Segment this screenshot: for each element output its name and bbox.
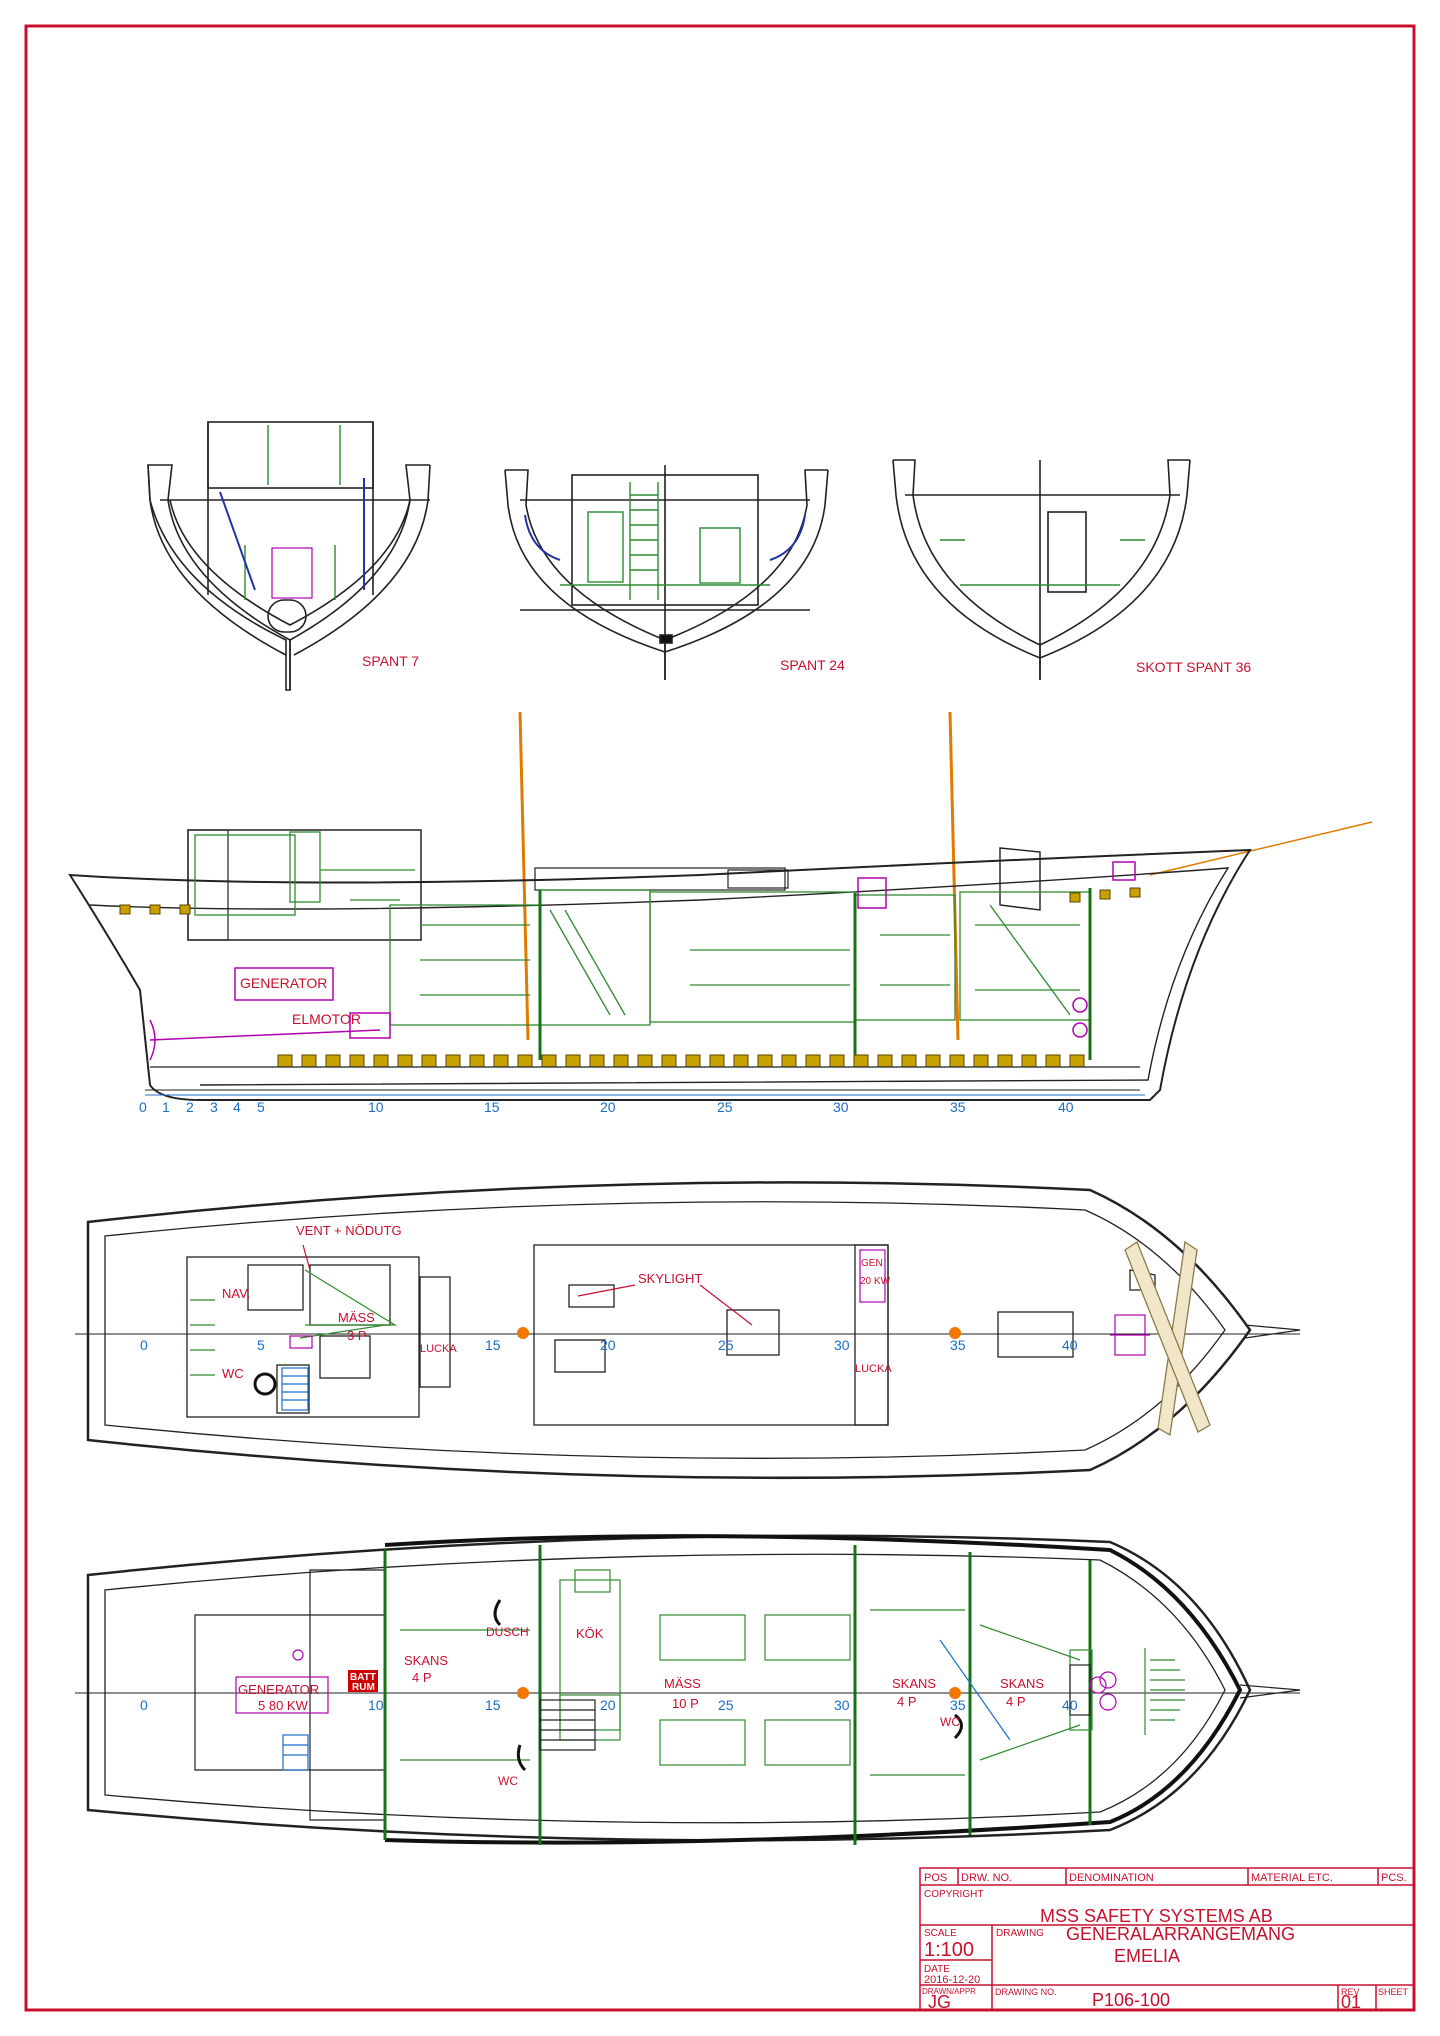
profile-label-generator: GENERATOR [240,975,327,991]
profile-tick-1: 1 [162,1099,170,1115]
main-mast [948,711,960,1041]
deck-label-gen: GEN [861,1258,883,1269]
profile-tick-30: 30 [833,1099,849,1115]
lower-label-4p-aft: 4 P [412,1670,432,1685]
profile-label-elmotor: ELMOTOR [292,1011,361,1027]
deck-tick-40: 40 [1062,1337,1078,1353]
profile-tick-25: 25 [717,1099,733,1115]
deck-label-lucka-fwd: LUCKA [855,1363,892,1375]
deck-plan: VENT + NÖDUTG NAV. MÄSS 3 P WC LUCKA SKY… [75,1181,1301,1480]
tb-company: MSS SAFETY SYSTEMS AB [1040,1906,1273,1926]
lower-label-4p-mid: 4 P [897,1694,917,1709]
title-block [919,1867,1415,2011]
tb-rev-label: REV [1341,1987,1360,1997]
lower-label-wc-aft: WC [498,1774,518,1788]
lower-label-skans-aft: SKANS [404,1653,448,1668]
deck-label-wc: WC [222,1366,244,1381]
deck-tick-30: 30 [834,1337,850,1353]
lower-tick-35: 35 [950,1697,966,1713]
profile-tick-5: 5 [257,1099,265,1115]
profile-tick-15: 15 [484,1099,500,1115]
profile-tick-4: 4 [233,1099,241,1115]
tb-drawn-by: JG [928,1992,951,2012]
tb-date: 2016-12-20 [924,1974,980,1986]
sheet-border [24,24,1416,2012]
lower-tick-15: 15 [485,1697,501,1713]
tb-drawn-label: DRAWN/APPR [922,1987,976,1996]
section-label-spant-7: SPANT 7 [362,653,419,669]
profile-view: GENERATOR ELMOTOR 0 1 2 3 4 5 10 15 20 2… [68,711,1373,1115]
deck-label-20kw: 20 KW [860,1276,891,1287]
section-label-skott-spant-36: SKOTT SPANT 36 [1136,659,1251,675]
tb-copyright-label: COPYRIGHT [924,1889,983,1900]
battery-room [348,1670,378,1692]
lower-plan-hull [86,1534,1252,1842]
lower-tick-0: 0 [140,1697,148,1713]
profile-tick-40: 40 [1058,1099,1074,1115]
tb-scale: 1:100 [924,1939,974,1961]
tb-drawing-subtitle: EMELIA [1114,1946,1180,1966]
deck-label-mass: MÄSS [338,1310,375,1325]
section-skott-spant-36 [892,459,1191,680]
tb-header-pcs: PCS. [1381,1872,1407,1884]
deck-label-nav: NAV. [222,1286,250,1301]
tb-header-denomination: DENOMINATION [1069,1872,1154,1884]
deck-label-vent: VENT + NÖDUTG [296,1223,402,1238]
tb-sheet-label: SHEET [1378,1987,1409,1997]
lower-tick-40: 40 [1062,1697,1078,1713]
lower-label-mass: MÄSS [664,1676,701,1691]
section-label-spant-24: SPANT 24 [780,657,845,673]
lower-label-80kw: 5 80 KW [258,1698,309,1713]
tb-header-material: MATERIAL ETC. [1251,1872,1333,1884]
deck-plan-hull [86,1181,1252,1480]
lower-tick-30: 30 [834,1697,850,1713]
deck-label-skylight: SKYLIGHT [638,1271,702,1286]
tb-date-label: DATE [924,1964,950,1975]
tb-drawing-label: DRAWING [996,1928,1044,1939]
tb-scale-label: SCALE [924,1928,957,1939]
deck-tick-5: 5 [257,1337,265,1353]
profile-hull [68,848,1252,1101]
lower-label-4p-fwd: 4 P [1006,1694,1026,1709]
tb-rev: 01 [1341,1992,1361,2012]
lower-label-generator: GENERATOR [238,1682,319,1697]
profile-tick-3: 3 [210,1099,218,1115]
tb-drawing-no-label: DRAWING NO. [995,1987,1057,1997]
lower-label-kok: KÖK [576,1626,604,1641]
lower-tick-25: 25 [718,1697,734,1713]
fore-mast [518,711,530,1041]
profile-tick-2: 2 [186,1099,194,1115]
section-spant-24 [504,465,829,680]
profile-tick-0: 0 [139,1099,147,1115]
lower-label-skans-mid: SKANS [892,1676,936,1691]
tb-drawing-no: P106-100 [1092,1990,1170,2010]
lower-tick-10: 10 [368,1697,384,1713]
profile-tick-20: 20 [600,1099,616,1115]
lower-deck-plan: GENERATOR 5 80 KW BATT RUM SKANS 4 P DUS… [75,1534,1301,1845]
tb-header-pos: POS [924,1872,947,1884]
profile-tick-10: 10 [368,1099,384,1115]
lower-tick-20: 20 [600,1697,616,1713]
deck-tick-0: 0 [140,1337,148,1353]
deck-label-3p: 3 P [347,1328,367,1343]
deck-tick-25: 25 [718,1337,734,1353]
lower-label-skans-fwd: SKANS [1000,1676,1044,1691]
lower-label-dusch: DUSCH [486,1625,529,1639]
profile-tick-35: 35 [950,1099,966,1115]
tb-header-drwno: DRW. NO. [961,1872,1012,1884]
lower-label-rum: RUM [352,1682,375,1693]
deck-tick-15: 15 [485,1337,501,1353]
lower-label-10p: 10 P [672,1696,699,1711]
deck-tick-20: 20 [600,1337,616,1353]
tb-drawing-title: GENERALARRANGEMANG [1066,1924,1295,1944]
floor-blocks [119,887,1141,1068]
section-spant-7 [147,421,431,691]
lower-label-wc-fwd: WC [940,1715,960,1729]
deck-tick-35: 35 [950,1337,966,1353]
deck-label-lucka-aft: LUCKA [420,1343,457,1355]
lower-label-batt: BATT [350,1672,376,1683]
